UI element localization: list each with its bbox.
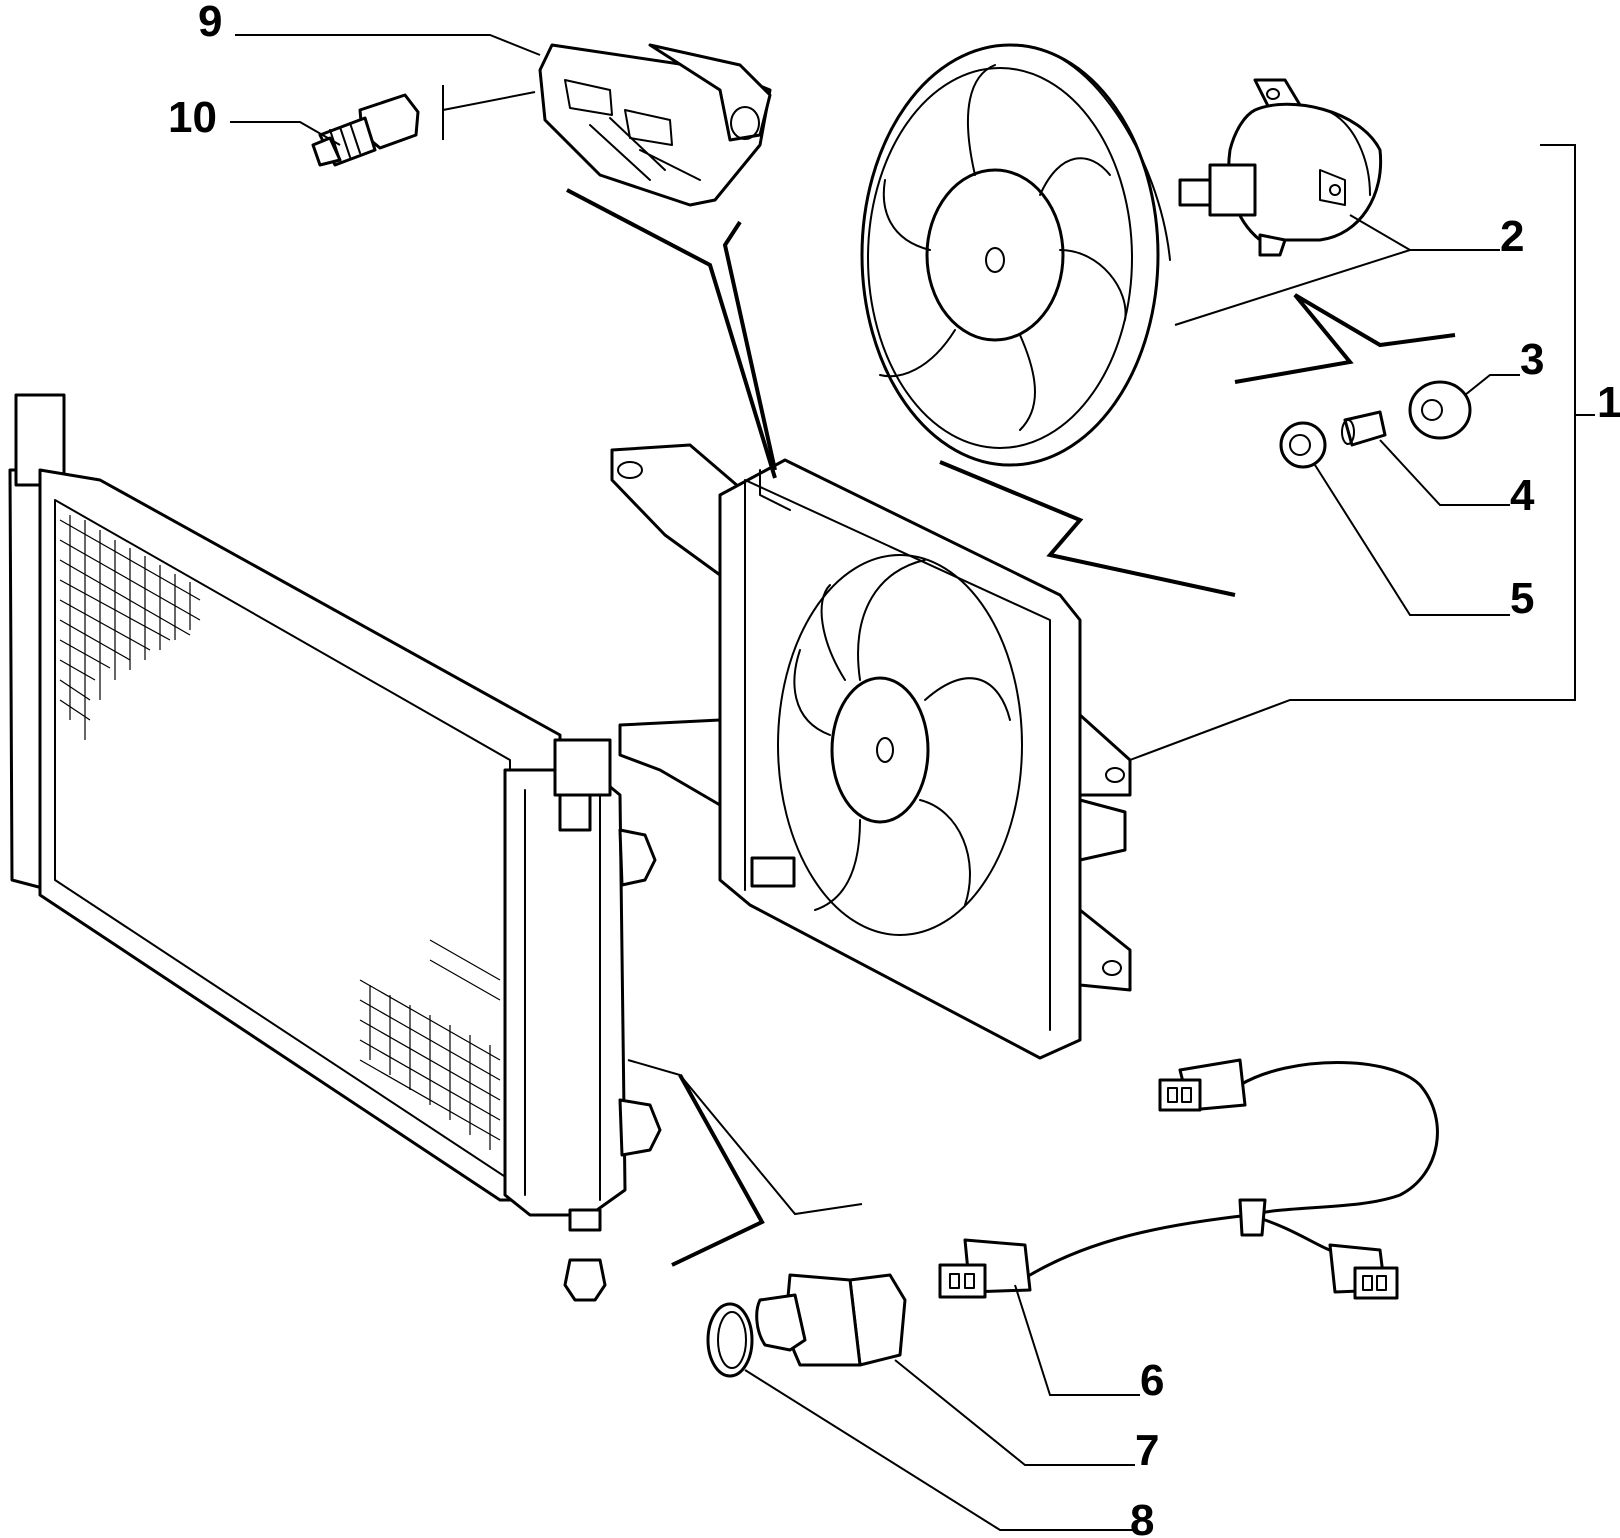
- spacer-sleeve: [1341, 410, 1387, 447]
- callout-labels: 1 2 3 4 5 6 7 8 9 10: [168, 0, 1620, 1538]
- callout-7: 7: [1135, 1426, 1159, 1475]
- fan-shroud-assembly: [610, 443, 1132, 1060]
- fan-motor: [1178, 78, 1383, 257]
- fan-resistor: [538, 43, 772, 207]
- explosion-guides: [566, 188, 1456, 1267]
- callout-6: 6: [1140, 1356, 1164, 1405]
- radiator: [8, 393, 662, 1302]
- wiring-harness: [938, 1058, 1439, 1300]
- callout-1: 1: [1597, 378, 1620, 427]
- rubber-grommet: [1408, 380, 1472, 440]
- nut: [1279, 421, 1327, 469]
- radiator-fins: [59, 515, 501, 1150]
- callout-8: 8: [1130, 1496, 1154, 1538]
- callout-2: 2: [1500, 212, 1524, 261]
- callout-3: 3: [1520, 335, 1544, 384]
- fan-impeller: [860, 43, 1171, 467]
- callout-5: 5: [1510, 574, 1534, 623]
- callout-10: 10: [168, 93, 217, 142]
- screw: [311, 93, 420, 167]
- callout-4: 4: [1510, 471, 1535, 520]
- callout-9: 9: [198, 0, 222, 46]
- thermal-switch: [755, 1273, 907, 1367]
- callout-leaders: [230, 34, 1595, 1531]
- o-ring: [706, 1302, 754, 1378]
